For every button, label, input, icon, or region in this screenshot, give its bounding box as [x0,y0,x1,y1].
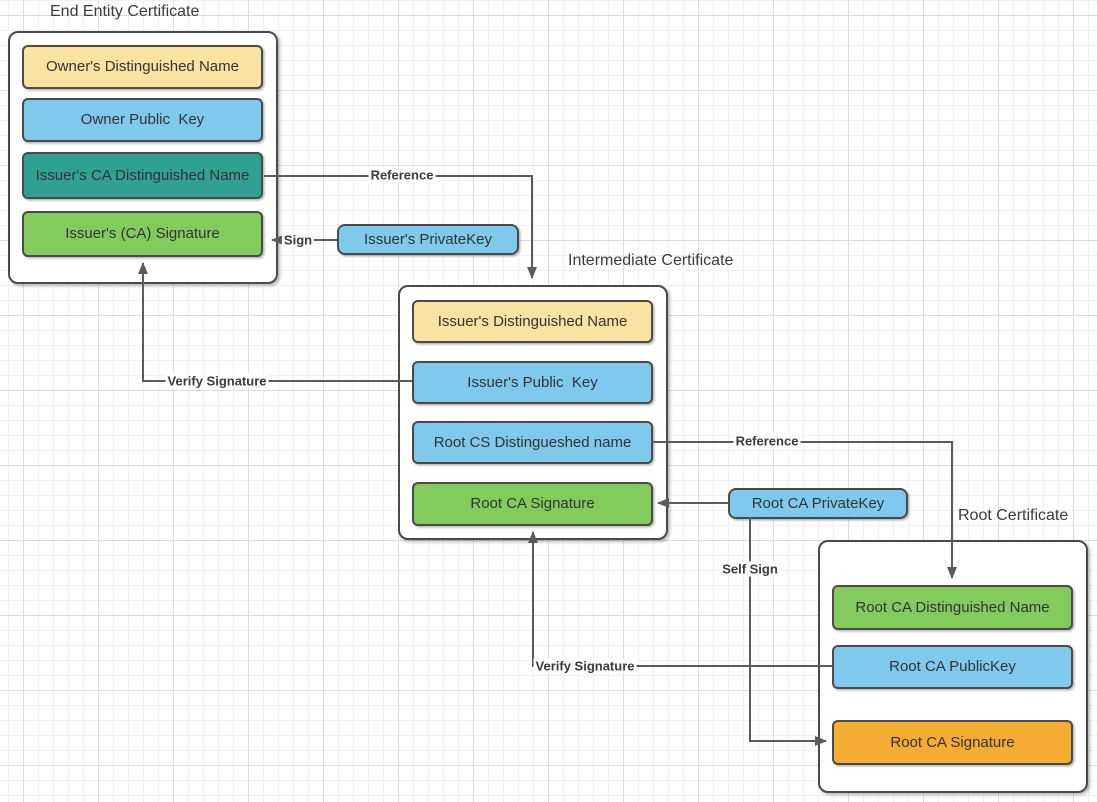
root-ca-signature-root-label: Root CA Signature [890,733,1015,751]
root-ca-distinguished-name-box: Root CA Distinguished Name [832,585,1073,630]
owners-distinguished-name-label: Owner's Distinguished Name [46,58,239,76]
owners-distinguished-name-box: Owner's Distinguished Name [22,45,263,89]
root-ca-distinguished-name-label: Root CA Distinguished Name [855,598,1050,616]
end-entity-certificate-title: End Entity Certificate [50,3,200,20]
issuers-privatekey-label: Issuer's PrivateKey [364,231,492,248]
root-ca-publickey-box: Root CA PublicKey [832,645,1073,689]
edge-label-verify-signature-2: Verify Signature [533,658,637,674]
edge-label-self-sign: Self Sign [720,561,780,577]
edge-label-reference-2: Reference [733,433,801,449]
root-certificate-title: Root Certificate [958,507,1069,524]
edge-label-sign: Sign [281,232,315,248]
verify-signature-arrow-2 [528,531,832,667]
root-ca-privatekey-label: Root CA PrivateKey [751,495,885,512]
root-ca-privatekey-box: Root CA PrivateKey [728,488,908,519]
issuers-privatekey-box: Issuer's PrivateKey [337,224,519,255]
intermediate-certificate-title: Intermediate Certificate [568,252,734,269]
issuers-public-key-label: Issuer's Public Key [467,373,598,391]
self-sign-arrow [749,517,827,746]
root-cs-distingueshed-name-box: Root CS Distingueshed name [412,421,653,464]
issuers-ca-distinguished-name-box: Issuer's CA Distinguished Name [22,152,263,199]
root-ca-publickey-label: Root CA PublicKey [889,658,1016,676]
root-ca-signature-root-box: Root CA Signature [832,720,1073,765]
root-ca-signature-intermediate-label: Root CA Signature [470,495,595,513]
issuers-ca-signature-label: Issuer's (CA) Signature [65,225,220,243]
root-ca-signature-intermediate-box: Root CA Signature [412,482,653,526]
issuers-ca-signature-box: Issuer's (CA) Signature [22,211,263,257]
owner-public-key-label: Owner Public Key [80,111,205,129]
issuers-distinguished-name-box: Issuer's Distinguished Name [412,300,653,343]
issuers-distinguished-name-label: Issuer's Distinguished Name [437,312,628,330]
root-cs-distingueshed-name-label: Root CS Distingueshed name [433,433,632,451]
edge-label-verify-signature-1: Verify Signature [165,373,269,389]
issuers-ca-distinguished-name-label: Issuer's CA Distinguished Name [35,166,250,184]
edge-label-reference-1: Reference [368,167,436,183]
issuers-public-key-box: Issuer's Public Key [412,361,653,404]
owner-public-key-box: Owner Public Key [22,98,263,142]
